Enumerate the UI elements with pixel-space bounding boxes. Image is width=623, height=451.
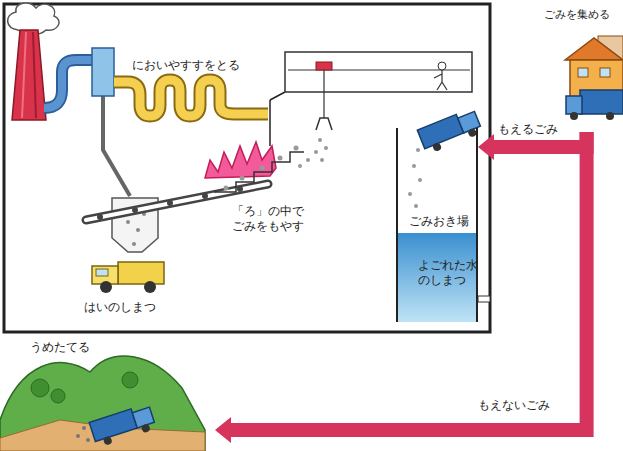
house-window xyxy=(600,68,610,77)
text-label: においやすすをとる xyxy=(132,58,256,73)
wheel xyxy=(570,112,578,120)
wheel xyxy=(606,112,614,120)
filter xyxy=(92,48,114,96)
flue-pipe xyxy=(44,60,94,108)
garbage xyxy=(86,438,90,442)
hill xyxy=(0,356,205,451)
garbage xyxy=(278,156,283,161)
truck-cab xyxy=(132,407,154,428)
wheel xyxy=(141,423,151,433)
ash-truck-bed xyxy=(118,262,164,284)
node-label: ごみおき場 xyxy=(409,214,476,228)
flow-band xyxy=(231,132,587,430)
roller xyxy=(97,214,103,220)
crane xyxy=(316,62,332,70)
landfill-truck xyxy=(89,403,156,448)
drain-pipe xyxy=(478,296,490,302)
operator-head xyxy=(438,62,446,70)
crane-room xyxy=(285,52,472,92)
wheel xyxy=(100,281,112,293)
collection-truck xyxy=(580,90,623,114)
garbage xyxy=(260,166,265,171)
edge-label: もえないごみ xyxy=(478,398,550,413)
garbage xyxy=(324,146,328,150)
garbage xyxy=(240,176,245,181)
gas-pipe-outline xyxy=(114,80,268,116)
ash xyxy=(132,242,136,246)
edge-label: もえるごみ xyxy=(498,122,558,137)
roller xyxy=(167,200,173,206)
chimney-stripe xyxy=(22,32,26,118)
collection-truck-cab xyxy=(566,96,582,114)
garbage xyxy=(298,164,302,168)
tree xyxy=(31,379,49,397)
house-window xyxy=(578,68,588,77)
flue-pipe-outline xyxy=(44,60,94,108)
crane-cable xyxy=(323,70,324,118)
garbage xyxy=(82,426,86,430)
plant-frame xyxy=(4,4,490,332)
garbage xyxy=(294,146,299,151)
text-label: よごれた水 のしまつ xyxy=(418,258,482,288)
wheel xyxy=(103,436,113,446)
roller xyxy=(132,207,138,213)
garbage xyxy=(306,158,310,162)
furnace-wall xyxy=(270,92,285,100)
node-label: うめたてる xyxy=(30,340,215,354)
dust-tube xyxy=(103,96,130,196)
garbage-pit: ごみおき場 xyxy=(396,128,478,322)
text-label: 「ろ」の中で ごみをもやす xyxy=(232,204,310,234)
garbage xyxy=(224,186,229,191)
collection-area: ごみを集める xyxy=(532,6,623,132)
ash xyxy=(136,228,140,232)
gas-pipe xyxy=(114,80,268,116)
roller xyxy=(202,193,208,199)
landfill: うめたてる xyxy=(0,334,215,451)
text-label: はいのしまつ xyxy=(84,300,174,315)
crane-claw xyxy=(316,118,332,130)
ash-truck-window xyxy=(96,269,108,276)
roller xyxy=(237,186,243,192)
garbage xyxy=(320,158,324,162)
truck-body xyxy=(89,409,137,442)
tree xyxy=(122,372,138,388)
garbage xyxy=(76,434,80,438)
garbage xyxy=(314,150,318,154)
ash xyxy=(126,220,130,224)
garbage xyxy=(318,138,322,142)
house-roof xyxy=(565,38,623,60)
tree xyxy=(51,389,65,403)
grate xyxy=(214,152,304,192)
node-label: ごみを集める xyxy=(544,8,623,21)
operator xyxy=(434,70,447,90)
chimney-stripe xyxy=(33,32,36,118)
furnace-wall xyxy=(269,100,271,146)
chimney xyxy=(12,30,46,120)
wheel xyxy=(144,281,156,293)
